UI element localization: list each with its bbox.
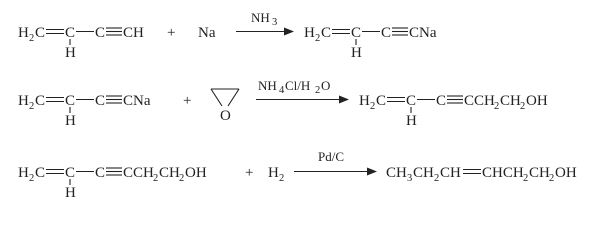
r1-condition-nh: NH (251, 10, 270, 25)
r1-condition-subscript: 3 (272, 17, 277, 28)
p2-alkyne-c: C (436, 93, 446, 109)
reaction-1-reactant-vinylacetylene: H 2 C C H C CH (18, 25, 144, 61)
p1-h2c-c: C (321, 25, 331, 41)
r1-vinyl-c: C (65, 25, 75, 41)
r2-condition-sub-4: 4 (279, 85, 285, 96)
r3-hydrogen-h: H (268, 165, 279, 181)
r2-condition-nh: NH (258, 78, 277, 93)
r3-terminal-ch: CH (159, 165, 180, 181)
r3-terminal-sub-2: 2 (179, 173, 184, 184)
p3-ch-4: CH (529, 165, 550, 181)
p2-terminal-ch: CH (500, 93, 521, 109)
p2-h2c-h: H (359, 93, 370, 109)
r2-terminal-cna: CNa (123, 93, 151, 109)
r1-vinyl-h: H (65, 45, 76, 61)
p3-sub-3: 3 (407, 173, 412, 184)
p1-vinyl-c: C (351, 25, 361, 41)
r1-terminal-ch: CH (123, 25, 144, 41)
p2-terminal-sub-1: 2 (494, 101, 499, 112)
reaction-1: H 2 C C H C CH + Na NH 3 H (18, 10, 437, 61)
r3-hydrogen: H 2 (268, 165, 284, 184)
p2-terminal-cch: CCH (464, 93, 495, 109)
r3-arrow-head (367, 167, 377, 176)
r2-reaction-arrow (256, 95, 349, 104)
r2-arrow-head (339, 95, 349, 104)
r2-plus-sign: + (183, 93, 191, 109)
r3-vinyl-c: C (65, 165, 75, 181)
r2-condition-nh4cl-water: NH 4 Cl/H 2 O (258, 78, 330, 96)
r2-h2c-c: C (35, 93, 45, 109)
reaction-scheme: H 2 C C H C CH + Na NH 3 H (18, 10, 577, 201)
r1-condition-ammonia: NH 3 (251, 10, 277, 28)
r3-terminal-sub-1: 2 (153, 173, 158, 184)
r3-terminal-oh: OH (185, 165, 207, 181)
r1-h2c-subscript: 2 (29, 33, 34, 44)
reaction-3-reactant-enynol: H 2 C C H C CCH 2 CH 2 OH (18, 165, 207, 201)
p3-ch: CH (386, 165, 407, 181)
epoxide-oxygen: O (220, 108, 231, 124)
reaction-1-product-sodium-acetylide: H 2 C C H C CNa (304, 25, 437, 61)
r3-h2c-subscript: 2 (29, 173, 34, 184)
p2-vinyl-c: C (406, 93, 416, 109)
p2-terminal-oh: OH (526, 93, 548, 109)
p1-alkyne-c: C (381, 25, 391, 41)
r3-reaction-arrow (294, 167, 377, 176)
r3-hydrogen-subscript: 2 (279, 173, 284, 184)
p1-terminal-cna: CNa (409, 25, 437, 41)
r1-h2c-c: C (35, 25, 45, 41)
r1-plus-sign: + (167, 25, 175, 41)
r3-terminal-cch: CCH (123, 165, 154, 181)
r3-h2c-c: C (35, 165, 45, 181)
p2-h2c-c: C (376, 93, 386, 109)
p1-h2c-h: H (304, 25, 315, 41)
r3-alkyne-c: C (95, 165, 105, 181)
p3-oh: OH (555, 165, 577, 181)
r2-condition-sub-2: 2 (315, 85, 320, 96)
r3-vinyl-h: H (65, 185, 76, 201)
r1-h2c-h: H (18, 25, 29, 41)
r2-vinyl-c: C (65, 93, 75, 109)
r1-sodium: Na (198, 25, 216, 41)
p1-vinyl-h: H (351, 45, 362, 61)
r3-condition-pd-c: Pd/C (318, 149, 344, 164)
reaction-2-reactant-sodium-acetylide: H 2 C C H C CNa (18, 93, 151, 129)
p3-ch-3: CH (440, 165, 461, 181)
reaction-2: H 2 C C H C CNa + O N (18, 78, 548, 129)
p1-h2c-subscript: 2 (315, 33, 320, 44)
r2-h2c-subscript: 2 (29, 101, 34, 112)
p3-chch: CHCH (482, 165, 524, 181)
reaction-2-product-enynol: H 2 C C H C CCH 2 CH 2 OH (359, 93, 548, 129)
p2-vinyl-h: H (406, 113, 417, 129)
r3-plus-sign: + (245, 165, 253, 181)
ethylene-oxide-ring: O (210, 88, 240, 124)
r1-arrow-head (284, 27, 294, 36)
reaction-3-product-alkenol: CH 3 CH 2 CH CHCH 2 CH 2 OH (386, 165, 577, 184)
p3-sub-2b: 2 (523, 173, 528, 184)
p3-sub-2a: 2 (434, 173, 439, 184)
r2-vinyl-h: H (65, 113, 76, 129)
p2-h2c-subscript: 2 (370, 101, 375, 112)
r2-condition-cl-h: Cl/H (285, 78, 310, 93)
epoxide-c-o-bond-right (227, 88, 240, 107)
epoxide-c-o-bond-left (210, 88, 223, 107)
reaction-3: H 2 C C H C CCH 2 CH 2 OH + H 2 (18, 149, 577, 201)
p3-sub-2c: 2 (549, 173, 554, 184)
r2-alkyne-c: C (95, 93, 105, 109)
r2-condition-o: O (321, 78, 330, 93)
p2-terminal-sub-2: 2 (520, 101, 525, 112)
r1-alkyne-c: C (95, 25, 105, 41)
r2-h2c-h: H (18, 93, 29, 109)
r1-reaction-arrow (236, 27, 294, 36)
p3-ch-2: CH (413, 165, 434, 181)
r3-h2c-h: H (18, 165, 29, 181)
